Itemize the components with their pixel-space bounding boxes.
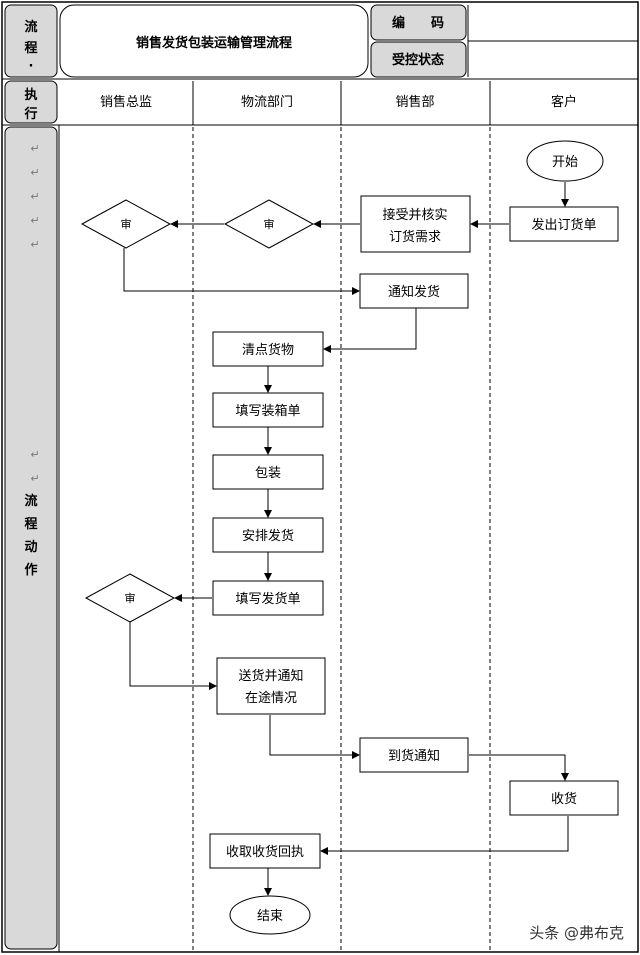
arrange-box	[212, 517, 324, 553]
arrange-label: 安排发货	[242, 528, 294, 544]
fill-delivery-label: 填写发货单	[235, 591, 300, 607]
start-node	[526, 140, 604, 182]
edge-arrival-to-receive	[469, 754, 569, 781]
edge-notify-to-count	[323, 308, 417, 353]
deliver-box	[216, 657, 326, 715]
fill-packing-box	[212, 392, 324, 428]
order-box	[509, 206, 619, 242]
end-node	[229, 895, 311, 935]
header-left-label-1: 流	[24, 19, 37, 35]
end-label: 结束	[257, 909, 283, 924]
receipt-label: 收取收货回执	[226, 844, 304, 860]
review-logistics-label: 审	[264, 217, 275, 231]
review-director-diamond	[80, 199, 172, 249]
deliver-label-line2: 在途情况	[245, 690, 297, 706]
count-goods-label: 清点货物	[242, 342, 294, 358]
arrival-box	[359, 737, 469, 773]
process-action-label-1: 流	[24, 493, 37, 509]
fill-packing-label: 填写装箱单	[235, 403, 300, 419]
title-box	[59, 4, 369, 78]
accept-box	[360, 195, 471, 253]
left-mark-7: ↵	[30, 472, 39, 485]
review-delivery-label: 审	[125, 591, 136, 605]
review-delivery-diamond	[84, 573, 176, 623]
header-left-label-2: 程	[24, 41, 37, 56]
receipt-box	[209, 833, 321, 869]
page-title: 销售发货包装运输管理流程	[136, 35, 292, 51]
left-mark-5: ↵	[30, 238, 39, 251]
code-label: 编 码	[392, 15, 444, 31]
lane-title-sales-dept: 销售部	[395, 94, 434, 110]
edge-review-to-deliver	[129, 622, 217, 690]
edge-deliver-to-arrival	[269, 715, 360, 759]
receive-label: 收货	[551, 791, 577, 807]
start-label: 开始	[552, 155, 578, 170]
code-label-box	[370, 4, 467, 41]
notify-ship-label: 通知发货	[388, 284, 440, 300]
left-mark-1: ↵	[30, 142, 39, 155]
left-mark-6: ↵	[30, 448, 39, 461]
lane-title-logistics: 物流部门	[241, 95, 293, 110]
pack-label: 包装	[255, 466, 281, 481]
edge-review-director-to-notify	[123, 248, 360, 295]
order-label: 发出订货单	[531, 217, 596, 233]
accept-label-line1: 接受并核实	[382, 207, 447, 223]
process-action-label-4: 作	[24, 562, 37, 578]
left-mark-2: ↵	[30, 166, 39, 179]
accept-label-line2: 订货需求	[389, 229, 441, 245]
status-label: 受控状态	[392, 52, 444, 68]
process-action-label-2: 程	[24, 517, 37, 532]
review-logistics-diamond	[223, 199, 315, 249]
count-goods-box	[212, 331, 324, 367]
connectors	[123, 182, 569, 896]
lane-title-sales-director: 销售总监	[100, 94, 152, 110]
exec-label-1: 执	[24, 87, 37, 103]
exec-label-2: 行	[23, 106, 37, 122]
pack-box	[212, 454, 324, 490]
review-director-label: 审	[121, 217, 132, 231]
status-label-box	[370, 41, 467, 78]
exec-panel	[4, 80, 58, 124]
left-mark-3: ↵	[30, 190, 39, 203]
edge-receive-to-receipt	[320, 816, 569, 855]
process-action-panel	[4, 126, 58, 950]
watermark: 头条 @弗布克	[529, 924, 624, 942]
header-left-panel	[4, 4, 58, 78]
receive-box	[509, 780, 619, 816]
arrival-label: 到货通知	[388, 748, 440, 764]
header-left-label-3: ·	[29, 59, 34, 74]
fill-delivery-box	[212, 580, 324, 616]
process-action-label-3: 动	[24, 540, 37, 555]
deliver-label-line1: 送货并通知	[238, 668, 303, 684]
left-mark-4: ↵	[30, 214, 39, 227]
lane-title-customer: 客户	[551, 94, 577, 110]
notify-ship-box	[359, 273, 469, 309]
